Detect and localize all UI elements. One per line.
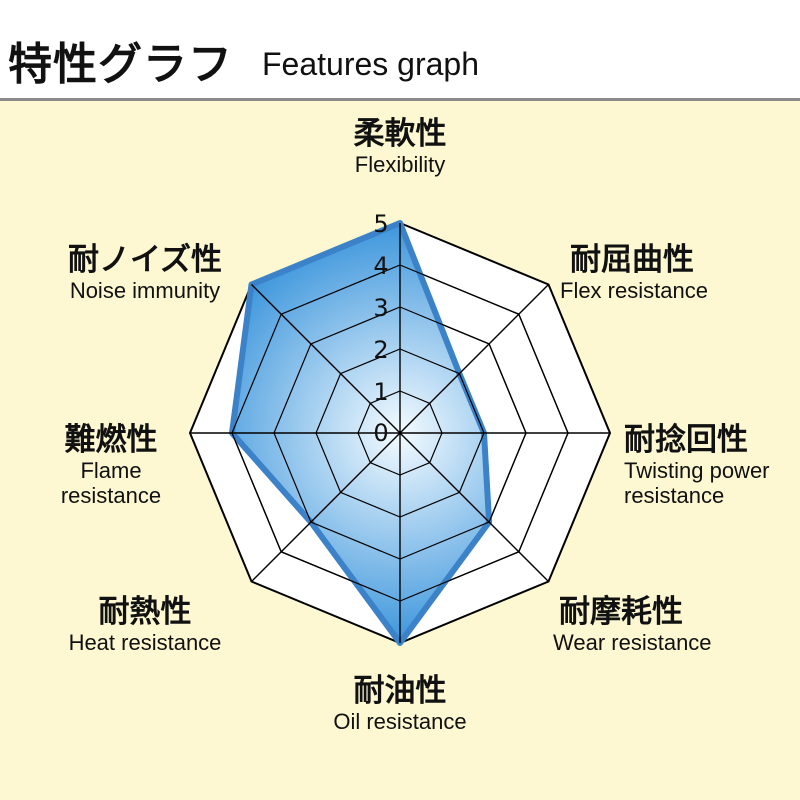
radar-series [190,220,610,646]
radar-spoke-1 [399,284,549,434]
radar-spoke-7 [251,284,401,434]
tick-label-2: 2 [373,336,388,364]
axis-label-en: Flexibility [354,152,446,177]
axis-label-jp: 耐油性 [353,673,447,709]
axis-label-jp: 耐摩耗性 [559,594,683,630]
axis-label-en: Wear resistance [553,630,712,655]
axis-label-oil-resistance: 耐油性 Oil resistance [300,673,500,734]
axis-label-jp: 柔軟性 [353,116,447,152]
axis-label-twisting-resistance: 耐捻回性 Twisting power resistance [624,422,796,508]
axis-label-en: Flame resistance [60,458,162,508]
axis-label-en: Noise immunity [69,278,221,303]
axis-label-flex-resistance: 耐屈曲性 Flex resistance [560,242,760,303]
tick-label-3: 3 [373,294,388,322]
tick-label-4: 4 [373,252,388,280]
axis-label-wear-resistance: 耐摩耗性 Wear resistance [553,594,753,655]
radar-ring-overlay-3 [273,306,527,560]
axis-label-en: Oil resistance [333,709,467,734]
axis-label-heat-resistance: 耐熱性 Heat resistance [40,594,250,655]
axis-label-noise-immunity: 耐ノイズ性 Noise immunity [40,242,250,303]
radar-ring-overlay-1 [357,390,443,476]
tick-label-0: 0 [373,419,388,447]
title-jp: 特性グラフ [8,39,233,90]
axis-label-jp: 耐ノイズ性 [67,242,223,278]
axis-label-flexibility: 柔軟性 Flexibility [300,116,500,177]
radar-spoke-5 [251,432,401,582]
radar-ring-overlay-2 [315,348,485,518]
title-en: Features graph [262,46,480,82]
tick-label-1: 1 [373,378,388,406]
axis-label-jp: 耐捻回性 [624,422,748,458]
radar-ring-overlay-4 [231,264,569,602]
header: 特性グラフ Features graph [0,0,800,98]
axis-label-en: Flex resistance [560,278,708,303]
axis-label-en: Twisting power resistance [624,458,770,508]
axis-label-jp: 耐熱性 [98,594,192,630]
axis-label-jp: 難燃性 [64,422,158,458]
radar-spoke-3 [399,432,549,582]
axis-label-flame-resistance: 難燃性 Flame resistance [36,422,186,508]
axis-label-en: Heat resistance [68,630,222,655]
radar-ticks: 0 1 2 3 4 5 [373,210,388,447]
axis-label-jp: 耐屈曲性 [570,242,694,278]
tick-label-5: 5 [373,210,388,238]
